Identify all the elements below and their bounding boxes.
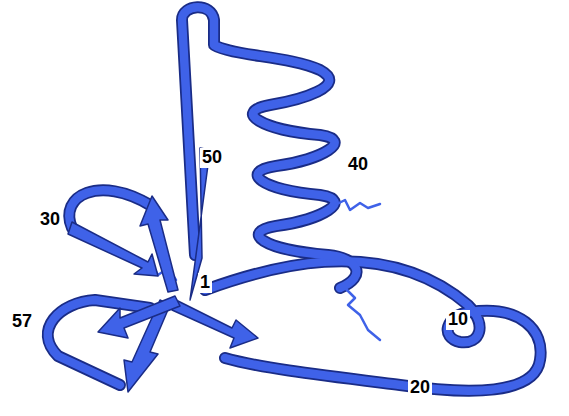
residue-number: 50 — [200, 148, 224, 168]
residue-number: 40 — [346, 155, 370, 175]
residue-number: 30 — [38, 210, 62, 230]
residue-number: 1 — [198, 273, 212, 293]
residue-number: 10 — [446, 310, 470, 330]
residue-number: 57 — [10, 312, 34, 332]
residue-number: 20 — [408, 378, 432, 398]
